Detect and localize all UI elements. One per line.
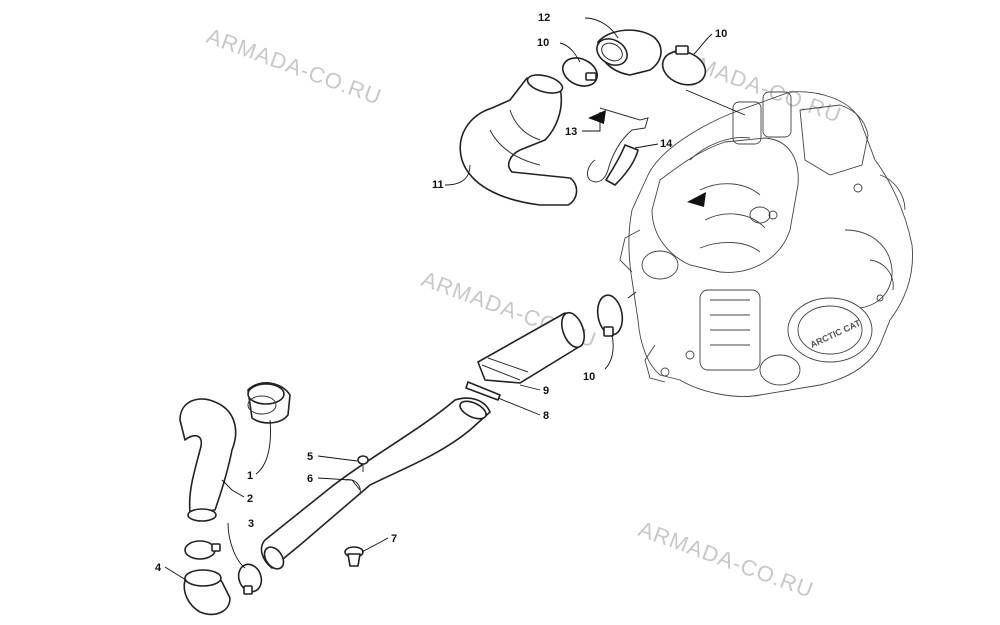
callout-10-upper-left: 10	[537, 37, 549, 49]
leader-lines	[164, 17, 746, 581]
part-3-clamp-upper	[184, 540, 221, 560]
callout-1: 1	[247, 470, 253, 482]
part-1-boot	[247, 382, 291, 424]
callout-14: 14	[660, 138, 673, 150]
part-13-wire-clip	[587, 107, 649, 183]
part-11-upper-hose	[459, 74, 578, 206]
part-3-clamp-lower	[237, 563, 263, 595]
part-6-intake-tube	[260, 397, 491, 570]
part-9-coupler-boot	[477, 311, 586, 384]
callout-7: 7	[391, 533, 397, 545]
callout-12: 12	[538, 12, 550, 24]
callout-3: 3	[248, 518, 254, 530]
arrow-engine	[687, 192, 706, 207]
part-8-band	[465, 381, 501, 401]
callout-6: 6	[307, 473, 313, 485]
watermark-top: ARMADA-CO.RU	[203, 23, 385, 110]
part-2-curved-hose	[179, 398, 237, 522]
part-14-small-hose	[605, 144, 639, 186]
part-10-clamp-lower	[596, 294, 624, 337]
callout-4: 4	[155, 562, 162, 574]
callout-9: 9	[543, 385, 549, 397]
callout-11: 11	[432, 179, 444, 191]
part-10-clamp-upper-left	[561, 57, 599, 87]
part-5-screw	[357, 455, 369, 472]
callout-10-upper-right: 10	[715, 28, 727, 40]
part-10-clamp-upper-right	[661, 45, 707, 86]
callout-5: 5	[307, 451, 313, 463]
arrow-13	[588, 110, 606, 124]
part-4-elbow	[183, 569, 231, 616]
watermark-bottom: ARMADA-CO.RU	[635, 516, 817, 603]
callout-13: 13	[565, 126, 577, 138]
part-7-fitting	[344, 546, 364, 567]
callout-2: 2	[247, 493, 253, 505]
part-12-elbow-boot	[596, 29, 662, 76]
callout-8: 8	[543, 410, 549, 422]
callout-10-lower: 10	[583, 371, 595, 383]
